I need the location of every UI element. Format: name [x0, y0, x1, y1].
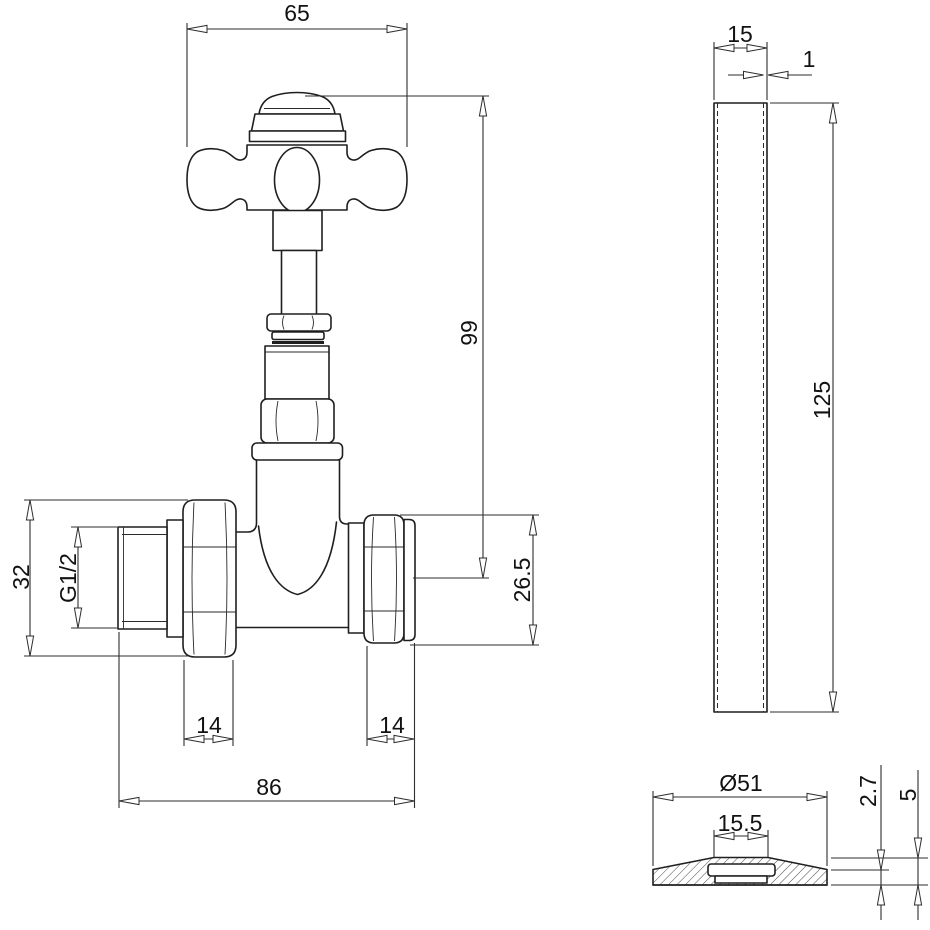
body-right-side [338, 459, 350, 525]
dim-label-thread-size: G1/2 [55, 553, 81, 603]
dim-pipe-length: 125 [770, 102, 839, 713]
bonnet-cylinder [264, 345, 330, 400]
dim-left-nut-width: 14 [183, 660, 234, 746]
gland-nut [266, 313, 332, 332]
dim-handle-width: 65 [186, 0, 408, 147]
stem-rod [280, 249, 318, 317]
stem-block [272, 209, 323, 252]
flange-section-view [652, 856, 828, 886]
flange-dimensions: Ø51 15.5 2.7 5 [652, 765, 928, 920]
dim-label-rim-thickness: 2.7 [855, 775, 881, 807]
pipe-dimensions: 15 1 125 [713, 21, 839, 713]
dim-union-height: 32 [8, 499, 188, 657]
left-collar [166, 519, 184, 638]
dim-flange-height: 5 [831, 770, 928, 920]
dim-outlet-height: 26.5 [400, 514, 539, 646]
flange-hub [707, 863, 776, 877]
stem-washer [271, 331, 325, 341]
dim-hub-width: 15.5 [713, 810, 769, 857]
dim-label-pipe-diameter: 15 [727, 21, 753, 47]
dim-overall-height: 99 [305, 95, 489, 579]
pipe-side-view [713, 102, 768, 713]
body-cone-curve [257, 521, 338, 596]
handle-boss [273, 146, 321, 214]
dim-label-pipe-length: 125 [809, 381, 835, 419]
body-flange [251, 442, 344, 461]
dim-label-left-nut-width: 14 [196, 712, 222, 738]
dim-label-flange-diameter: Ø51 [719, 770, 762, 796]
dim-label-union-height: 32 [8, 564, 34, 590]
dim-wall-thickness: 1 [728, 46, 816, 80]
dim-label-flange-height: 5 [895, 789, 921, 802]
valve-dimensions: 65 99 32 G1/2 [8, 0, 539, 808]
dim-thread-size: G1/2 [55, 526, 117, 629]
dim-label-wall-thickness: 1 [803, 46, 816, 72]
handle-cap-body [250, 113, 345, 132]
dim-rim-thickness: 2.7 [831, 765, 889, 920]
right-ring [347, 522, 365, 634]
dim-label-overall-width: 86 [256, 774, 282, 800]
dim-label-right-nut-width: 14 [379, 712, 405, 738]
dim-pipe-diameter: 15 [713, 21, 768, 100]
right-end-cap [403, 518, 416, 642]
dim-flange-diameter: Ø51 [652, 770, 828, 866]
bonnet-hex [260, 398, 335, 444]
body-left-side [235, 459, 258, 533]
flange-hub-base [714, 875, 768, 884]
dim-label-overall-height: 99 [456, 320, 482, 346]
right-compression-nut [363, 514, 405, 644]
valve-front-view [117, 91, 416, 658]
dim-label-outlet-height: 26.5 [509, 558, 535, 603]
dim-label-handle-width: 65 [284, 0, 310, 26]
left-threaded-tail [117, 526, 168, 630]
handle-cap-base [248, 130, 347, 143]
left-union-nut [182, 499, 237, 658]
dim-overall-width: 86 [118, 632, 416, 808]
pipe-tube [713, 102, 768, 713]
dim-label-hub-width: 15.5 [718, 810, 763, 836]
dim-right-nut-width: 14 [366, 646, 415, 746]
